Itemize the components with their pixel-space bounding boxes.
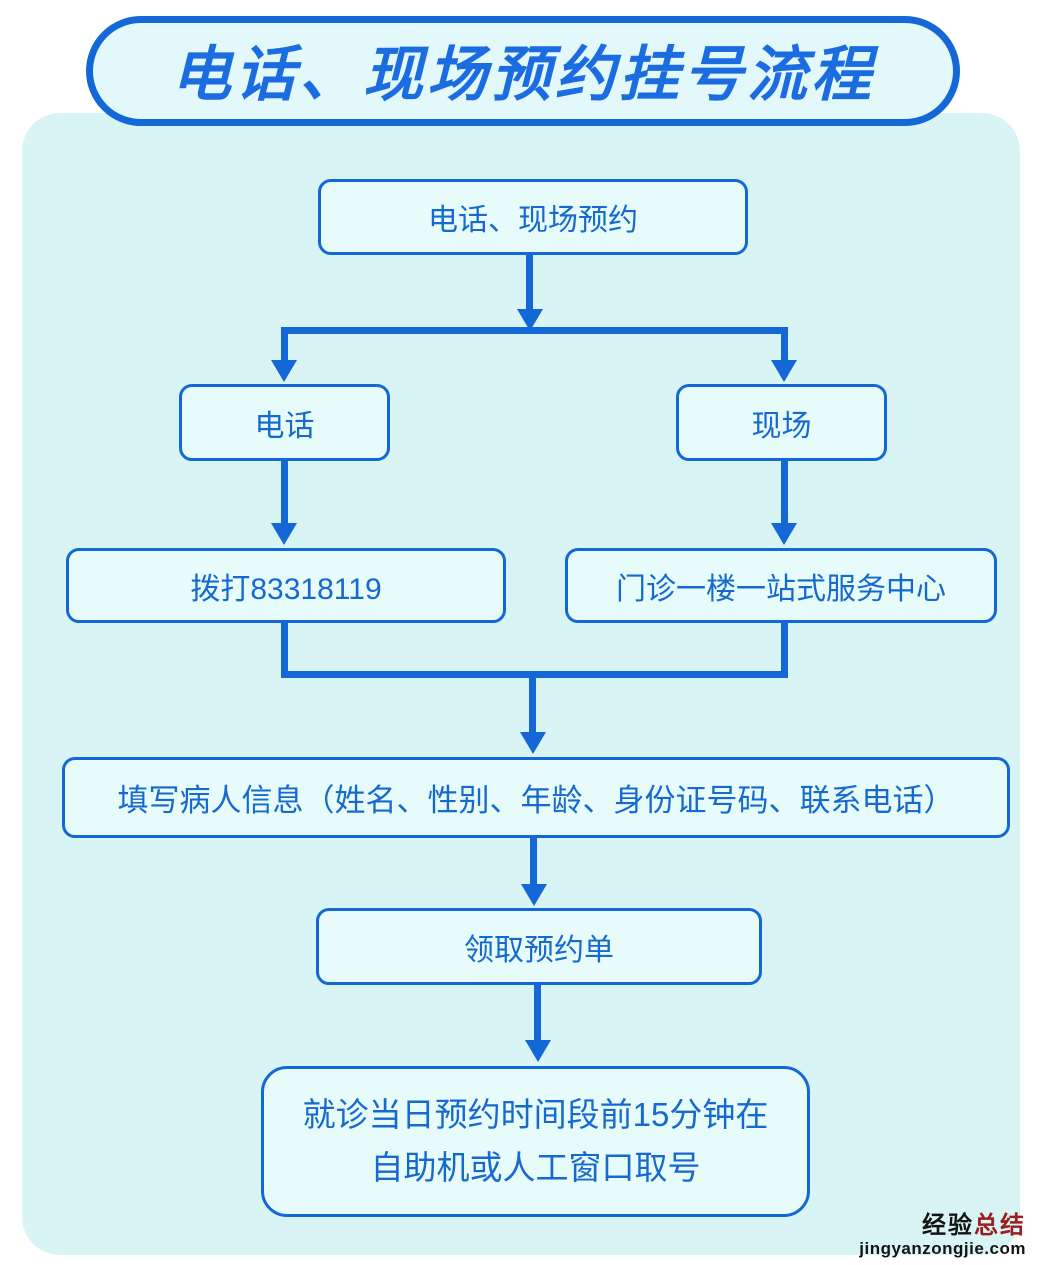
node-final: 就诊当日预约时间段前15分钟在 自助机或人工窗口取号 [261,1066,810,1217]
node-final-line2: 自助机或人工窗口取号 [370,1148,701,1186]
node-service-center: 门诊一楼一站式服务中心 [565,548,997,623]
title-pill: 电话、现场预约挂号流程 [86,16,960,126]
watermark: 经验总结 jingyanzongjie.com [859,1212,1026,1259]
node-onsite-label: 现场 [751,409,812,443]
arrowhead-split-left [271,360,297,382]
node-fill-info: 填写病人信息（姓名、性别、年龄、身份证号码、联系电话） [62,757,1010,838]
node-fill-info-label: 填写病人信息（姓名、性别、年龄、身份证号码、联系电话） [117,783,955,818]
connector-info-stem [530,838,537,886]
connector-merge-center-stem [529,678,536,734]
background-panel [22,113,1020,1255]
watermark-brand: 经验总结 [859,1212,1026,1240]
node-dial: 拨打83318119 [66,548,506,623]
watermark-site-url: jingyanzongjie.com [859,1239,1026,1259]
connector-onsite-stem [781,461,788,525]
node-start-label: 电话、现场预约 [428,204,638,237]
node-phone-label: 电话 [254,409,315,443]
connector-start-stem [526,255,533,312]
node-phone: 电话 [179,384,390,461]
arrowhead-merge [520,732,546,754]
connector-phone-stem [281,461,288,525]
connector-merge-bar [281,671,788,678]
connector-split-bar [281,327,788,334]
connector-merge-left-stem [281,623,288,678]
node-start: 电话、现场预约 [318,179,748,255]
watermark-brand-black: 经验 [922,1211,974,1239]
arrowhead-onsite [771,523,797,545]
node-dial-label: 拨打83318119 [190,572,382,606]
node-service-center-label: 门诊一楼一站式服务中心 [616,572,946,606]
node-onsite: 现场 [676,384,887,461]
connector-split-right-stem [781,333,788,362]
node-get-slip: 领取预约单 [316,908,762,985]
page-title: 电话、现场预约挂号流程 [171,40,875,108]
node-get-slip-label: 领取预约单 [464,933,614,967]
arrowhead-phone [271,523,297,545]
watermark-brand-red: 总结 [974,1211,1026,1239]
connector-split-left-stem [281,333,288,362]
arrowhead-split-right [771,360,797,382]
connector-merge-right-stem [781,623,788,678]
node-final-line1: 就诊当日预约时间段前15分钟在 [302,1095,769,1133]
arrowhead-info [521,884,547,906]
arrowhead-slip [525,1040,551,1062]
arrowhead-start [517,309,543,331]
connector-slip-stem [534,985,541,1042]
